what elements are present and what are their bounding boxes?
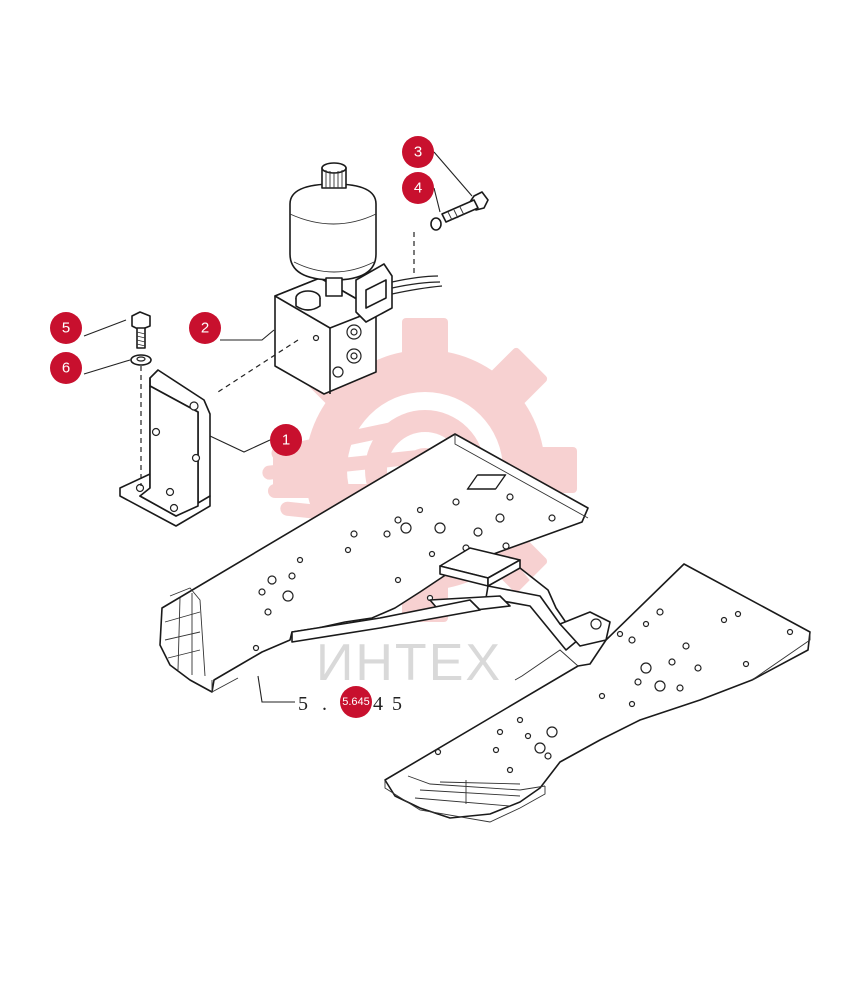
lock-washer xyxy=(430,217,442,231)
watermark-text: ИНТЕХ xyxy=(316,634,502,692)
reference-char-4: 5 xyxy=(392,693,402,715)
callout-5[interactable]: 5 xyxy=(50,312,82,344)
valve-block xyxy=(274,277,377,395)
callout-1-label: 1 xyxy=(282,432,290,449)
callout-2-label: 2 xyxy=(201,320,209,337)
callout-4-label: 4 xyxy=(414,180,422,197)
leader-lines xyxy=(83,151,473,703)
reference-char-2: . xyxy=(322,693,327,715)
floor-plate-right xyxy=(384,563,811,823)
washer xyxy=(130,354,152,366)
callout-3[interactable]: 3 xyxy=(402,136,434,168)
electrical-connector xyxy=(355,263,443,323)
valve-axis-line xyxy=(217,339,299,393)
reference-char-1: 5 xyxy=(298,693,308,715)
mounting-bracket xyxy=(119,369,211,527)
reference-badge[interactable]: 5.645 xyxy=(340,686,372,718)
callout-2[interactable]: 2 xyxy=(189,312,221,344)
callout-3-label: 3 xyxy=(414,144,422,161)
callout-6-label: 6 xyxy=(62,360,70,377)
callout-6[interactable]: 6 xyxy=(50,352,82,384)
reference-char-3: 4 xyxy=(373,693,383,715)
accumulator xyxy=(289,162,377,297)
floor-plate-left-holes xyxy=(252,493,556,652)
callout-4[interactable]: 4 xyxy=(402,172,434,204)
floor-plate-right-holes xyxy=(434,608,794,774)
long-bolt xyxy=(441,191,489,223)
reference-number: 5 . 4 5 5.645 xyxy=(298,686,402,718)
bolt-m8 xyxy=(131,311,151,349)
callout-1[interactable]: 1 xyxy=(270,424,302,456)
connecting-frame xyxy=(291,547,611,651)
callout-5-label: 5 xyxy=(62,320,70,337)
reference-badge-label: 5.645 xyxy=(342,696,370,708)
